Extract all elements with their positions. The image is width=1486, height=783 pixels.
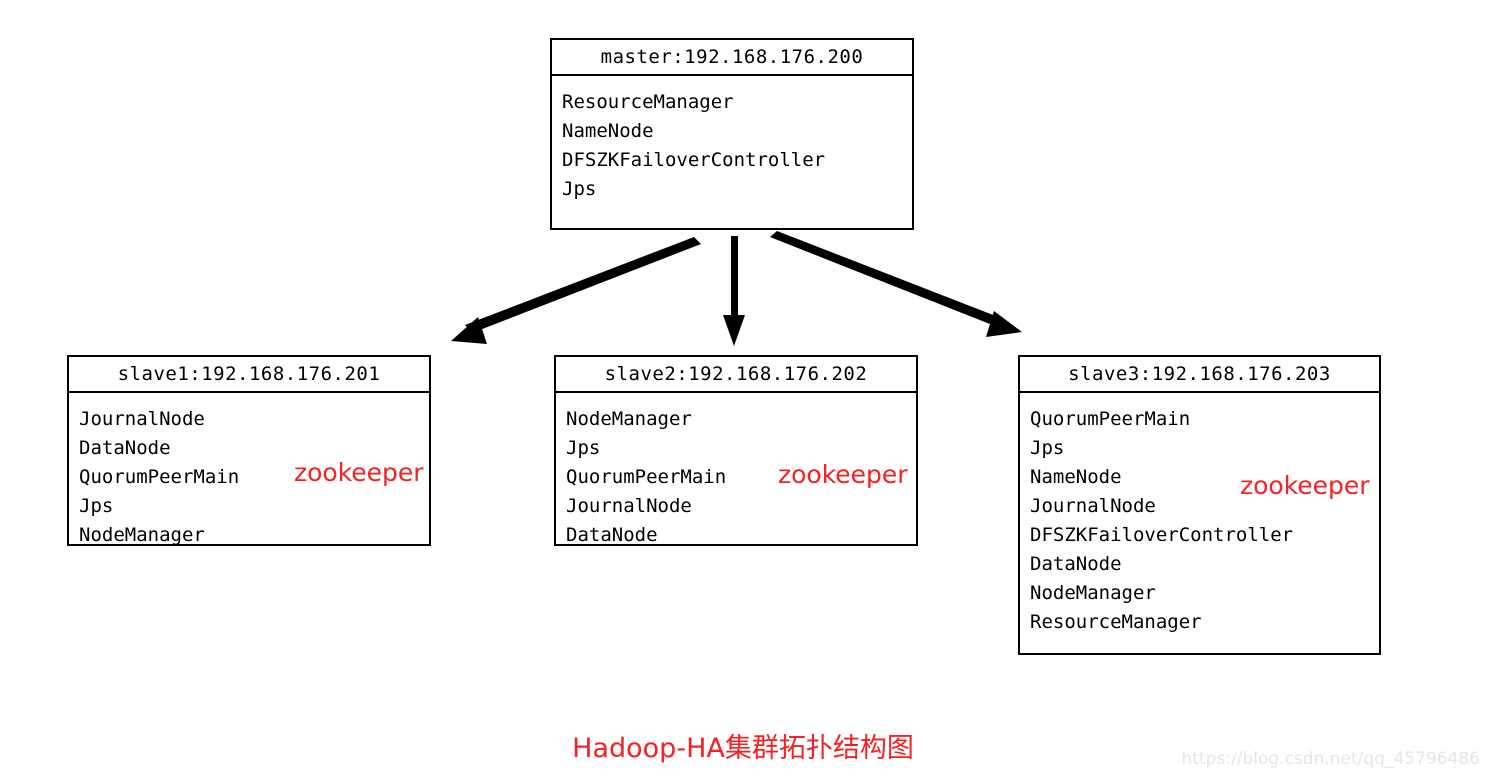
watermark: https://blog.csdn.net/qq_45796486 <box>1181 749 1480 769</box>
service-item: NameNode <box>1030 466 1122 488</box>
node-master-body: ResourceManager NameNode DFSZKFailoverCo… <box>552 76 912 228</box>
node-slave1-body: JournalNode DataNode QuorumPeerMain Jps … <box>69 393 429 546</box>
node-master-service-list: ResourceManager NameNode DFSZKFailoverCo… <box>562 88 912 204</box>
zookeeper-label-slave3: zookeeper <box>1240 471 1370 500</box>
node-slave2-service-list: NodeManager Jps QuorumPeerMain JournalNo… <box>566 405 916 550</box>
service-item: DataNode <box>1030 553 1122 575</box>
service-item: QuorumPeerMain <box>566 466 727 488</box>
node-slave2[interactable]: slave2:192.168.176.202 NodeManager Jps Q… <box>554 355 918 546</box>
node-slave1[interactable]: slave1:192.168.176.201 JournalNode DataN… <box>67 355 431 546</box>
service-item: Jps <box>79 495 114 517</box>
service-item: NameNode <box>562 120 654 142</box>
zookeeper-label-slave2: zookeeper <box>778 460 908 489</box>
node-master-header: master:192.168.176.200 <box>552 40 912 76</box>
service-item: DFSZKFailoverController <box>562 149 826 171</box>
service-item: Jps <box>566 437 601 459</box>
service-item: Jps <box>1030 437 1065 459</box>
node-slave3-service-list: QuorumPeerMain Jps NameNode JournalNode … <box>1030 405 1379 637</box>
diagram-caption: Hadoop-HA集群拓扑结构图 <box>572 733 914 764</box>
node-master[interactable]: master:192.168.176.200 ResourceManager N… <box>550 38 914 230</box>
node-slave1-header: slave1:192.168.176.201 <box>69 357 429 393</box>
service-item: NodeManager <box>79 524 205 546</box>
service-item: DataNode <box>79 437 171 459</box>
node-slave1-service-list: JournalNode DataNode QuorumPeerMain Jps … <box>79 405 429 550</box>
node-slave3-body: QuorumPeerMain Jps NameNode JournalNode … <box>1020 393 1379 653</box>
service-item: QuorumPeerMain <box>1030 408 1191 430</box>
service-item: DFSZKFailoverController <box>1030 524 1294 546</box>
node-slave2-body: NodeManager Jps QuorumPeerMain JournalNo… <box>556 393 916 546</box>
service-item: ResourceManager <box>562 91 734 113</box>
service-item: JournalNode <box>79 408 205 430</box>
service-item: NodeManager <box>566 408 692 430</box>
edge-master-to-slave3 <box>770 231 1022 337</box>
node-slave3-header: slave3:192.168.176.203 <box>1020 357 1379 393</box>
node-slave3[interactable]: slave3:192.168.176.203 QuorumPeerMain Jp… <box>1018 355 1381 655</box>
service-item: DataNode <box>566 524 658 546</box>
zookeeper-label-slave1: zookeeper <box>294 458 424 487</box>
edge-master-to-slave2 <box>723 236 745 346</box>
service-item: NodeManager <box>1030 582 1156 604</box>
node-slave2-header: slave2:192.168.176.202 <box>556 357 916 393</box>
edge-master-to-slave1 <box>451 237 701 344</box>
service-item: Jps <box>562 178 597 200</box>
service-item: JournalNode <box>1030 495 1156 517</box>
service-item: ResourceManager <box>1030 611 1202 633</box>
service-item: JournalNode <box>566 495 692 517</box>
service-item: QuorumPeerMain <box>79 466 240 488</box>
